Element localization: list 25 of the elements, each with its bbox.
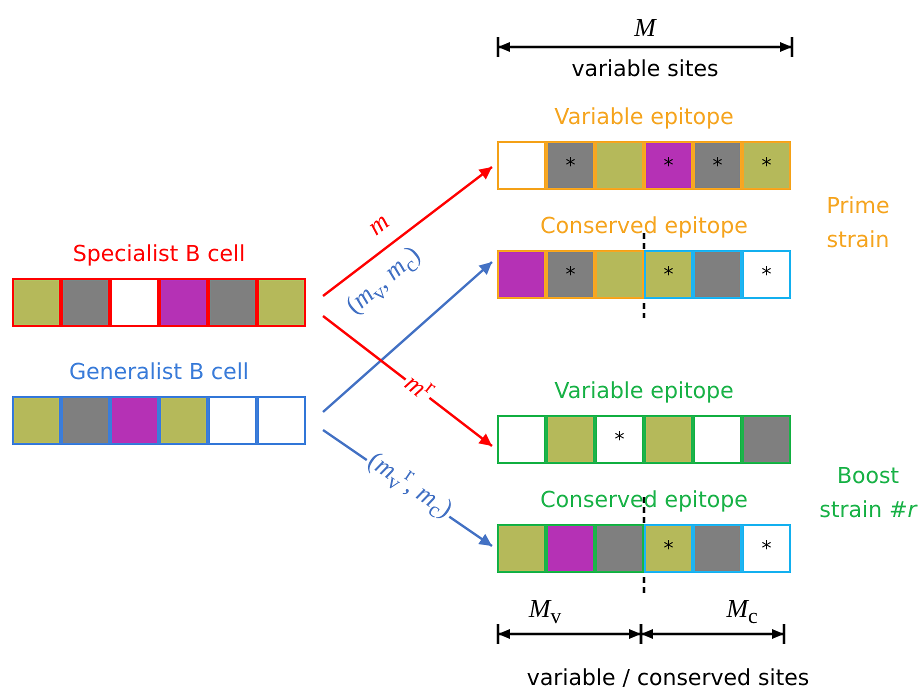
sequence-heading: Generalist B cell [68, 360, 250, 385]
site-square: * [644, 250, 693, 299]
site-square: * [644, 524, 693, 573]
site-square: * [546, 250, 595, 299]
site-square: * [693, 141, 742, 190]
sequence-heading: Specialist B cell [72, 242, 246, 267]
axis-caption: variable / conserved sites [526, 666, 810, 690]
sequence-heading: Conserved epitope [539, 214, 749, 239]
dimension-label: M [634, 13, 656, 43]
site-square: * [546, 141, 595, 190]
dimension-label: M$_{c}$ [726, 594, 758, 630]
strain-label: Boost strain #r [818, 463, 918, 525]
arrow [322, 166, 493, 297]
dimension-label: M$_{v}$ [528, 594, 562, 630]
site-square: * [742, 524, 791, 573]
sequence-heading: Variable epitope [553, 105, 735, 130]
site-square: * [742, 141, 791, 190]
sequence-heading: Conserved epitope [539, 488, 749, 513]
axis-caption: variable sites [572, 56, 718, 82]
sequence-heading: Variable epitope [553, 379, 735, 404]
strain-label: Prime strain [825, 193, 890, 255]
arrow [322, 261, 493, 413]
site-square: * [644, 141, 693, 190]
site-square: * [742, 250, 791, 299]
site-square: * [595, 415, 644, 464]
